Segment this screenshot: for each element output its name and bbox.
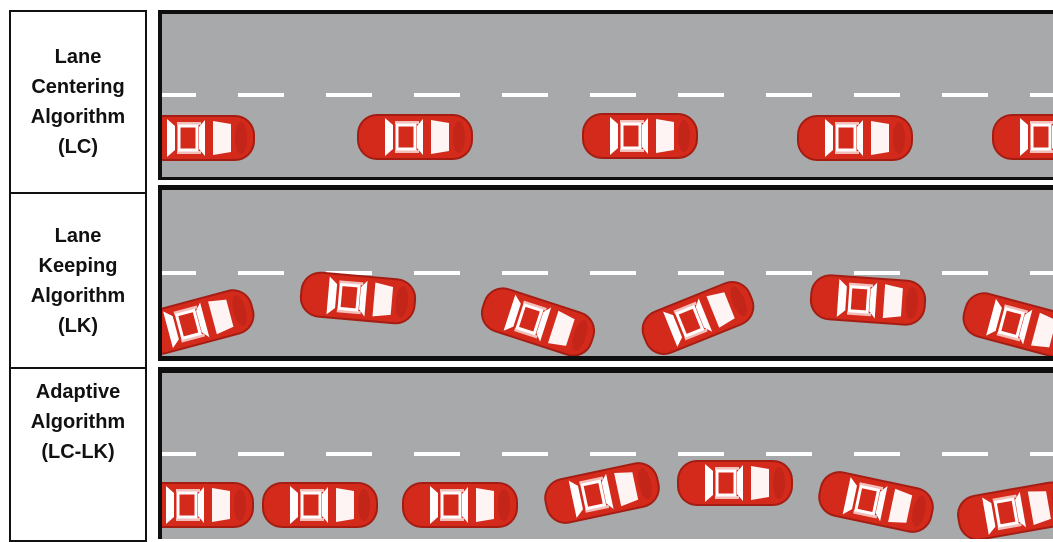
lane-dash: [678, 271, 724, 275]
row-label-lk: Lane Keeping Algorithm (LK): [9, 192, 147, 367]
label-line: Centering: [31, 72, 125, 102]
lane-dash: [1030, 271, 1053, 275]
car-icon: [156, 115, 255, 161]
lane-dash: [414, 93, 460, 97]
lane-dash: [678, 452, 724, 456]
lane-dash: [942, 93, 988, 97]
car-icon: [797, 115, 913, 161]
car-icon: [262, 482, 378, 528]
road-panel-lk: [156, 185, 1053, 362]
label-line: (LC-LK): [31, 437, 125, 467]
lane-dash: [414, 271, 460, 275]
label-line: Algorithm: [31, 281, 125, 311]
label-line: Algorithm: [31, 102, 125, 132]
lane-dash: [590, 93, 636, 97]
lane-dash: [942, 271, 988, 275]
label-line: Algorithm: [31, 407, 125, 437]
lane-dash: [502, 93, 548, 97]
lane-dash: [502, 271, 548, 275]
lane-dash: [590, 452, 636, 456]
label-line: Adaptive: [31, 377, 125, 407]
car-icon: [582, 113, 698, 159]
lane-dash: [326, 93, 372, 97]
lane-dash: [678, 93, 724, 97]
label-line: Lane: [31, 42, 125, 72]
lane-dash: [326, 452, 372, 456]
lane-dash: [766, 271, 812, 275]
lane-dash: [238, 271, 284, 275]
car-icon: [677, 460, 793, 506]
lane-dash: [156, 452, 196, 456]
row-label-lc: Lane Centering Algorithm (LC): [9, 10, 147, 192]
lane-dash: [156, 271, 196, 275]
row-label-lk-text: Lane Keeping Algorithm (LK): [31, 221, 125, 341]
lane-dash: [1030, 93, 1053, 97]
car-icon: [809, 273, 928, 327]
lane-dash: [1030, 452, 1053, 456]
car-icon: [357, 114, 473, 160]
road-diagram: [156, 0, 1053, 539]
lane-dash: [854, 271, 900, 275]
lane-dash: [238, 93, 284, 97]
lane-dash: [590, 271, 636, 275]
label-line: (LK): [31, 311, 125, 341]
lane-dash: [156, 93, 196, 97]
road-panel-adaptive: [156, 367, 1053, 539]
car-icon: [402, 482, 518, 528]
lane-dash: [238, 452, 284, 456]
car-icon: [992, 114, 1053, 160]
row-label-adaptive: Adaptive Algorithm (LC-LK): [9, 367, 147, 542]
road-panel-lc: [156, 10, 1053, 180]
lane-dash: [854, 452, 900, 456]
lane-dash: [414, 452, 460, 456]
lane-dash: [854, 93, 900, 97]
lane-dash: [766, 93, 812, 97]
label-line: Keeping: [31, 251, 125, 281]
lane-dash: [502, 452, 548, 456]
lane-dash: [942, 452, 988, 456]
lane-dash: [766, 452, 812, 456]
car-icon: [156, 482, 254, 528]
label-line: (LC): [31, 132, 125, 162]
label-line: Lane: [31, 221, 125, 251]
row-label-adaptive-text: Adaptive Algorithm (LC-LK): [31, 377, 125, 467]
row-label-lc-text: Lane Centering Algorithm (LC): [31, 42, 125, 162]
